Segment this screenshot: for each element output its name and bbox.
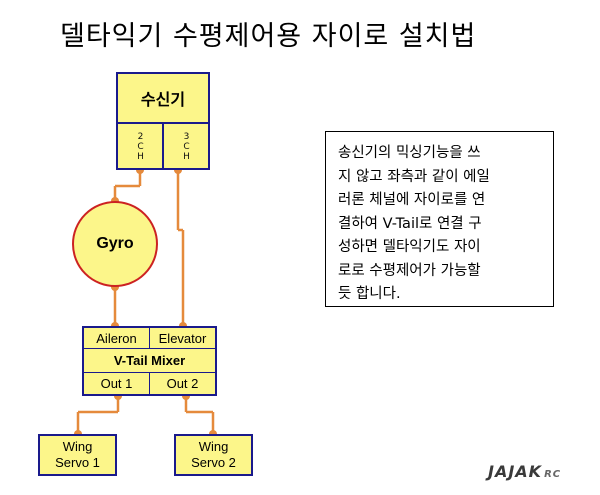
- channel-unit: C: [137, 142, 144, 152]
- note-line: 로로 수평제어가 가능할: [338, 262, 481, 279]
- gyro-unit: Gyro: [72, 201, 158, 287]
- note-line: 송신기의 믹싱기능을 쓰: [338, 145, 481, 161]
- receiver-label: 수신기: [140, 90, 186, 109]
- channel-2-port: 2 C H: [117, 124, 164, 170]
- note-line: 러론 체널에 자이로를 연: [338, 192, 486, 208]
- mixer-input-elevator: Elevator: [150, 328, 215, 349]
- channel-unit: H: [183, 152, 190, 162]
- note-line: 듯 합니다.: [338, 286, 401, 302]
- mixer-name: V-Tail Mixer: [84, 349, 215, 373]
- servo-label-line2: Servo 2: [191, 455, 236, 470]
- note-line: 지 않고 좌측과 같이 에일: [338, 168, 490, 185]
- servo-label-line2: Servo 1: [55, 455, 100, 470]
- wing-servo-1: Wing Servo 1: [38, 434, 117, 476]
- note-line: 결하여 V-Tail로 연결 구: [338, 215, 482, 232]
- channel-unit: H: [137, 152, 144, 162]
- mixer-output-2: Out 2: [166, 376, 199, 391]
- servo-label-line1: Wing: [198, 439, 229, 454]
- note-line: 성하면 델타익기도 자이: [338, 239, 481, 255]
- channel-3-port: 3 C H: [163, 124, 210, 170]
- channel-number: 2: [137, 132, 144, 142]
- logo-main: JAJAK: [488, 462, 543, 481]
- channel-number: 3: [183, 132, 190, 142]
- page-title: 델타익기 수평제어용 자이로 설치법: [60, 21, 477, 52]
- wing-servo-2: Wing Servo 2: [174, 434, 253, 476]
- logo-sub: RC: [544, 469, 562, 480]
- mixer-output-1: Out 1: [84, 373, 150, 394]
- receiver-divider-v: [162, 122, 164, 170]
- mixer-input-aileron: Aileron: [84, 328, 150, 349]
- channel-unit: C: [183, 142, 190, 152]
- explanation-note: 송신기의 믹싱기능을 쓰 지 않고 좌측과 같이 에일 러론 체널에 자이로를 …: [325, 131, 554, 307]
- servo-label-line1: Wing: [62, 439, 93, 454]
